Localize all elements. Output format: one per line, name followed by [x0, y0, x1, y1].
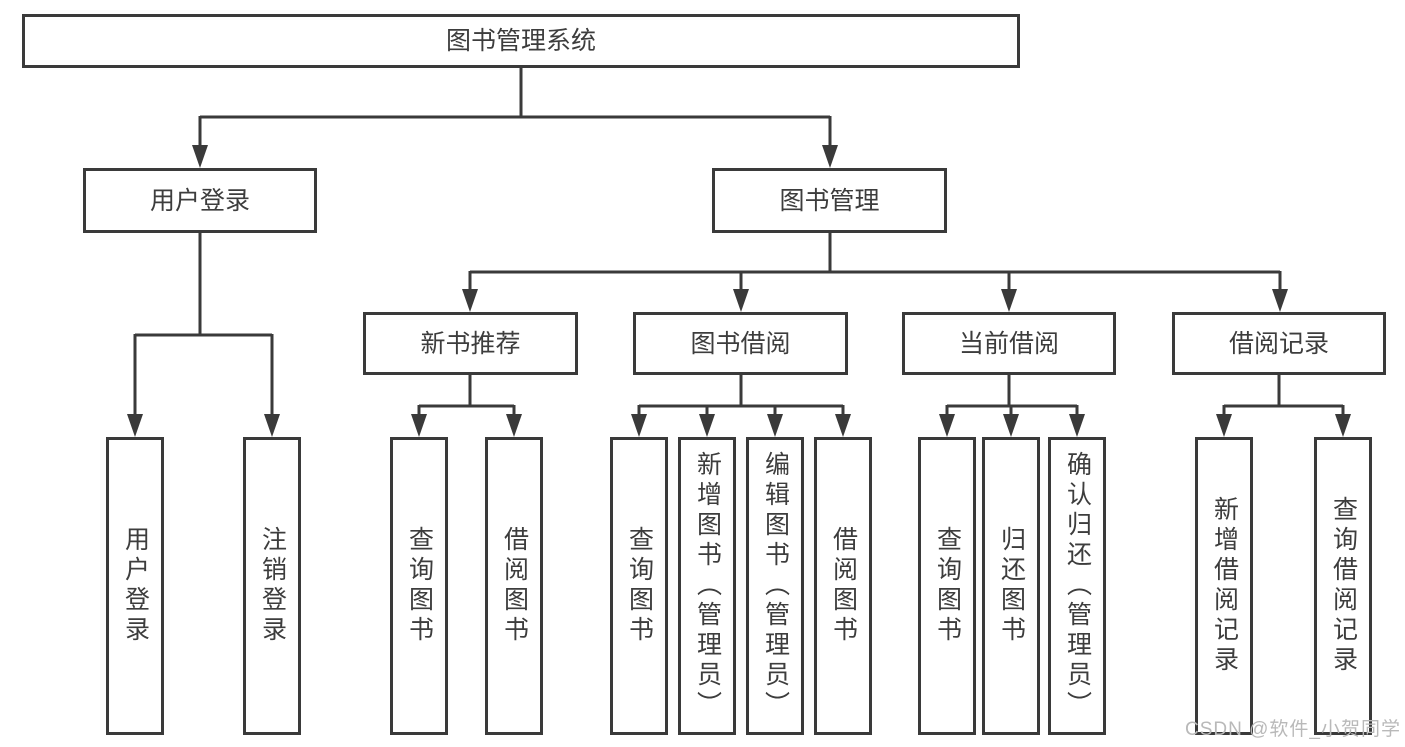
leaf-query-books-borrow: 查询图书 [610, 437, 668, 735]
leaf-query-books-recommend: 查询图书 [390, 437, 448, 735]
leaf-borrow-books: 借阅图书 [814, 437, 872, 735]
leaf-query-borrow-record: 查询借阅记录 [1314, 437, 1372, 735]
node-current-borrow: 当前借阅 [902, 312, 1116, 375]
leaf-borrow-books-recommend: 借阅图书 [485, 437, 543, 735]
node-user-login: 用户登录 [83, 168, 317, 233]
leaf-add-book-admin: 新增图书（管理员） [678, 437, 736, 735]
node-book-borrow: 图书借阅 [633, 312, 848, 375]
node-library-management-system: 图书管理系统 [22, 14, 1020, 68]
leaf-return-book: 归还图书 [982, 437, 1040, 735]
watermark: CSDN @软件_小贺同学 [1185, 719, 1401, 740]
leaf-user-login: 用户登录 [106, 437, 164, 735]
node-book-management: 图书管理 [712, 168, 947, 233]
node-new-book-recommend: 新书推荐 [363, 312, 578, 375]
leaf-confirm-return-admin: 确认归还（管理员） [1048, 437, 1106, 735]
leaf-edit-book-admin: 编辑图书（管理员） [746, 437, 804, 735]
node-borrow-records: 借阅记录 [1172, 312, 1386, 375]
leaf-add-borrow-record: 新增借阅记录 [1195, 437, 1253, 735]
leaf-query-books-current: 查询图书 [918, 437, 976, 735]
leaf-logout: 注销登录 [243, 437, 301, 735]
